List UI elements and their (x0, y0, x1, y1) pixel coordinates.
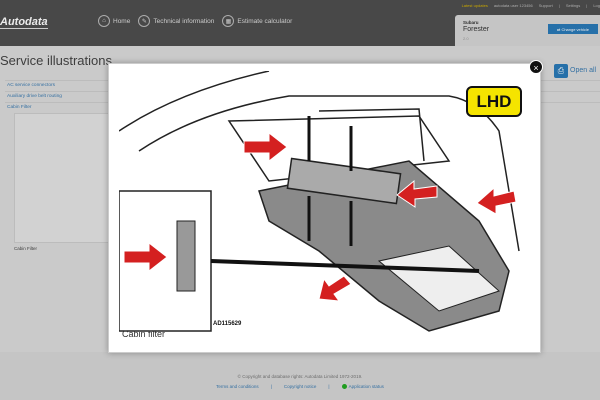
logout-link[interactable]: Log (593, 3, 600, 8)
illustration-caption: Cabin filter (122, 329, 166, 339)
open-all-link[interactable]: Open all (570, 67, 597, 74)
vehicle-make: Subaru (463, 20, 479, 25)
nav-label: Technical information (153, 17, 215, 25)
footer: © Copyright and database rights: Autodat… (0, 352, 600, 400)
settings-link[interactable]: Settings (565, 3, 581, 8)
application-status-link[interactable]: Application status (341, 384, 384, 390)
terms-link[interactable]: Terms and conditions (216, 384, 259, 390)
user-link[interactable]: autodata user 123456 (493, 3, 533, 8)
button-label: Change vehicle (561, 26, 590, 32)
wrench-icon: ✎ (138, 15, 151, 27)
status-dot-icon (341, 384, 347, 390)
vehicle-model: Forester (463, 26, 490, 33)
latest-updates-link[interactable]: Latest updates (461, 3, 488, 8)
cabin-filter-illustration (119, 71, 520, 332)
copyright-notice-link[interactable]: Copyright notice (283, 384, 317, 390)
link-label: Application status (348, 384, 384, 389)
nav-technical-information[interactable]: ✎Technical information (138, 15, 214, 27)
nav-label: Home (113, 17, 131, 25)
nav-label: Estimate calculator (237, 17, 293, 25)
main-nav: ⌂Home ✎Technical information ▦Estimate c… (98, 15, 292, 27)
printer-icon: ⎙ (557, 66, 565, 75)
close-modal-button[interactable]: × (529, 60, 543, 74)
print-button[interactable]: ⎙ (554, 64, 568, 78)
change-vehicle-button[interactable]: ⇄ Change vehicle (548, 24, 598, 34)
calculator-icon: ▦ (222, 15, 235, 27)
nav-home[interactable]: ⌂Home (98, 15, 130, 27)
close-icon: × (533, 63, 539, 73)
illustration-modal: LHD AD115629 Cabin filter (108, 63, 541, 353)
top-bar: Latest updates autodata user 123456 Supp… (461, 3, 600, 8)
page-title: Service illustrations (0, 53, 112, 68)
logo[interactable]: Autodata (0, 16, 48, 29)
vehicle-engine: 2.0 (463, 36, 469, 41)
illustration-code: AD115629 (213, 321, 242, 327)
nav-estimate-calculator[interactable]: ▦Estimate calculator (222, 15, 292, 27)
lhd-badge: LHD (466, 86, 522, 117)
support-link[interactable]: Support (538, 3, 553, 8)
header: Latest updates autodata user 123456 Supp… (0, 0, 600, 46)
home-icon: ⌂ (98, 15, 110, 27)
vehicle-panel: Subaru Forester 2.0 ⇄ Change vehicle (455, 15, 600, 46)
copyright-text: © Copyright and database rights: Autodat… (237, 374, 363, 379)
thumbnail-image[interactable] (14, 113, 114, 243)
thumbnail-caption: Cabin Filter (14, 246, 38, 251)
swap-icon: ⇄ (556, 26, 562, 32)
